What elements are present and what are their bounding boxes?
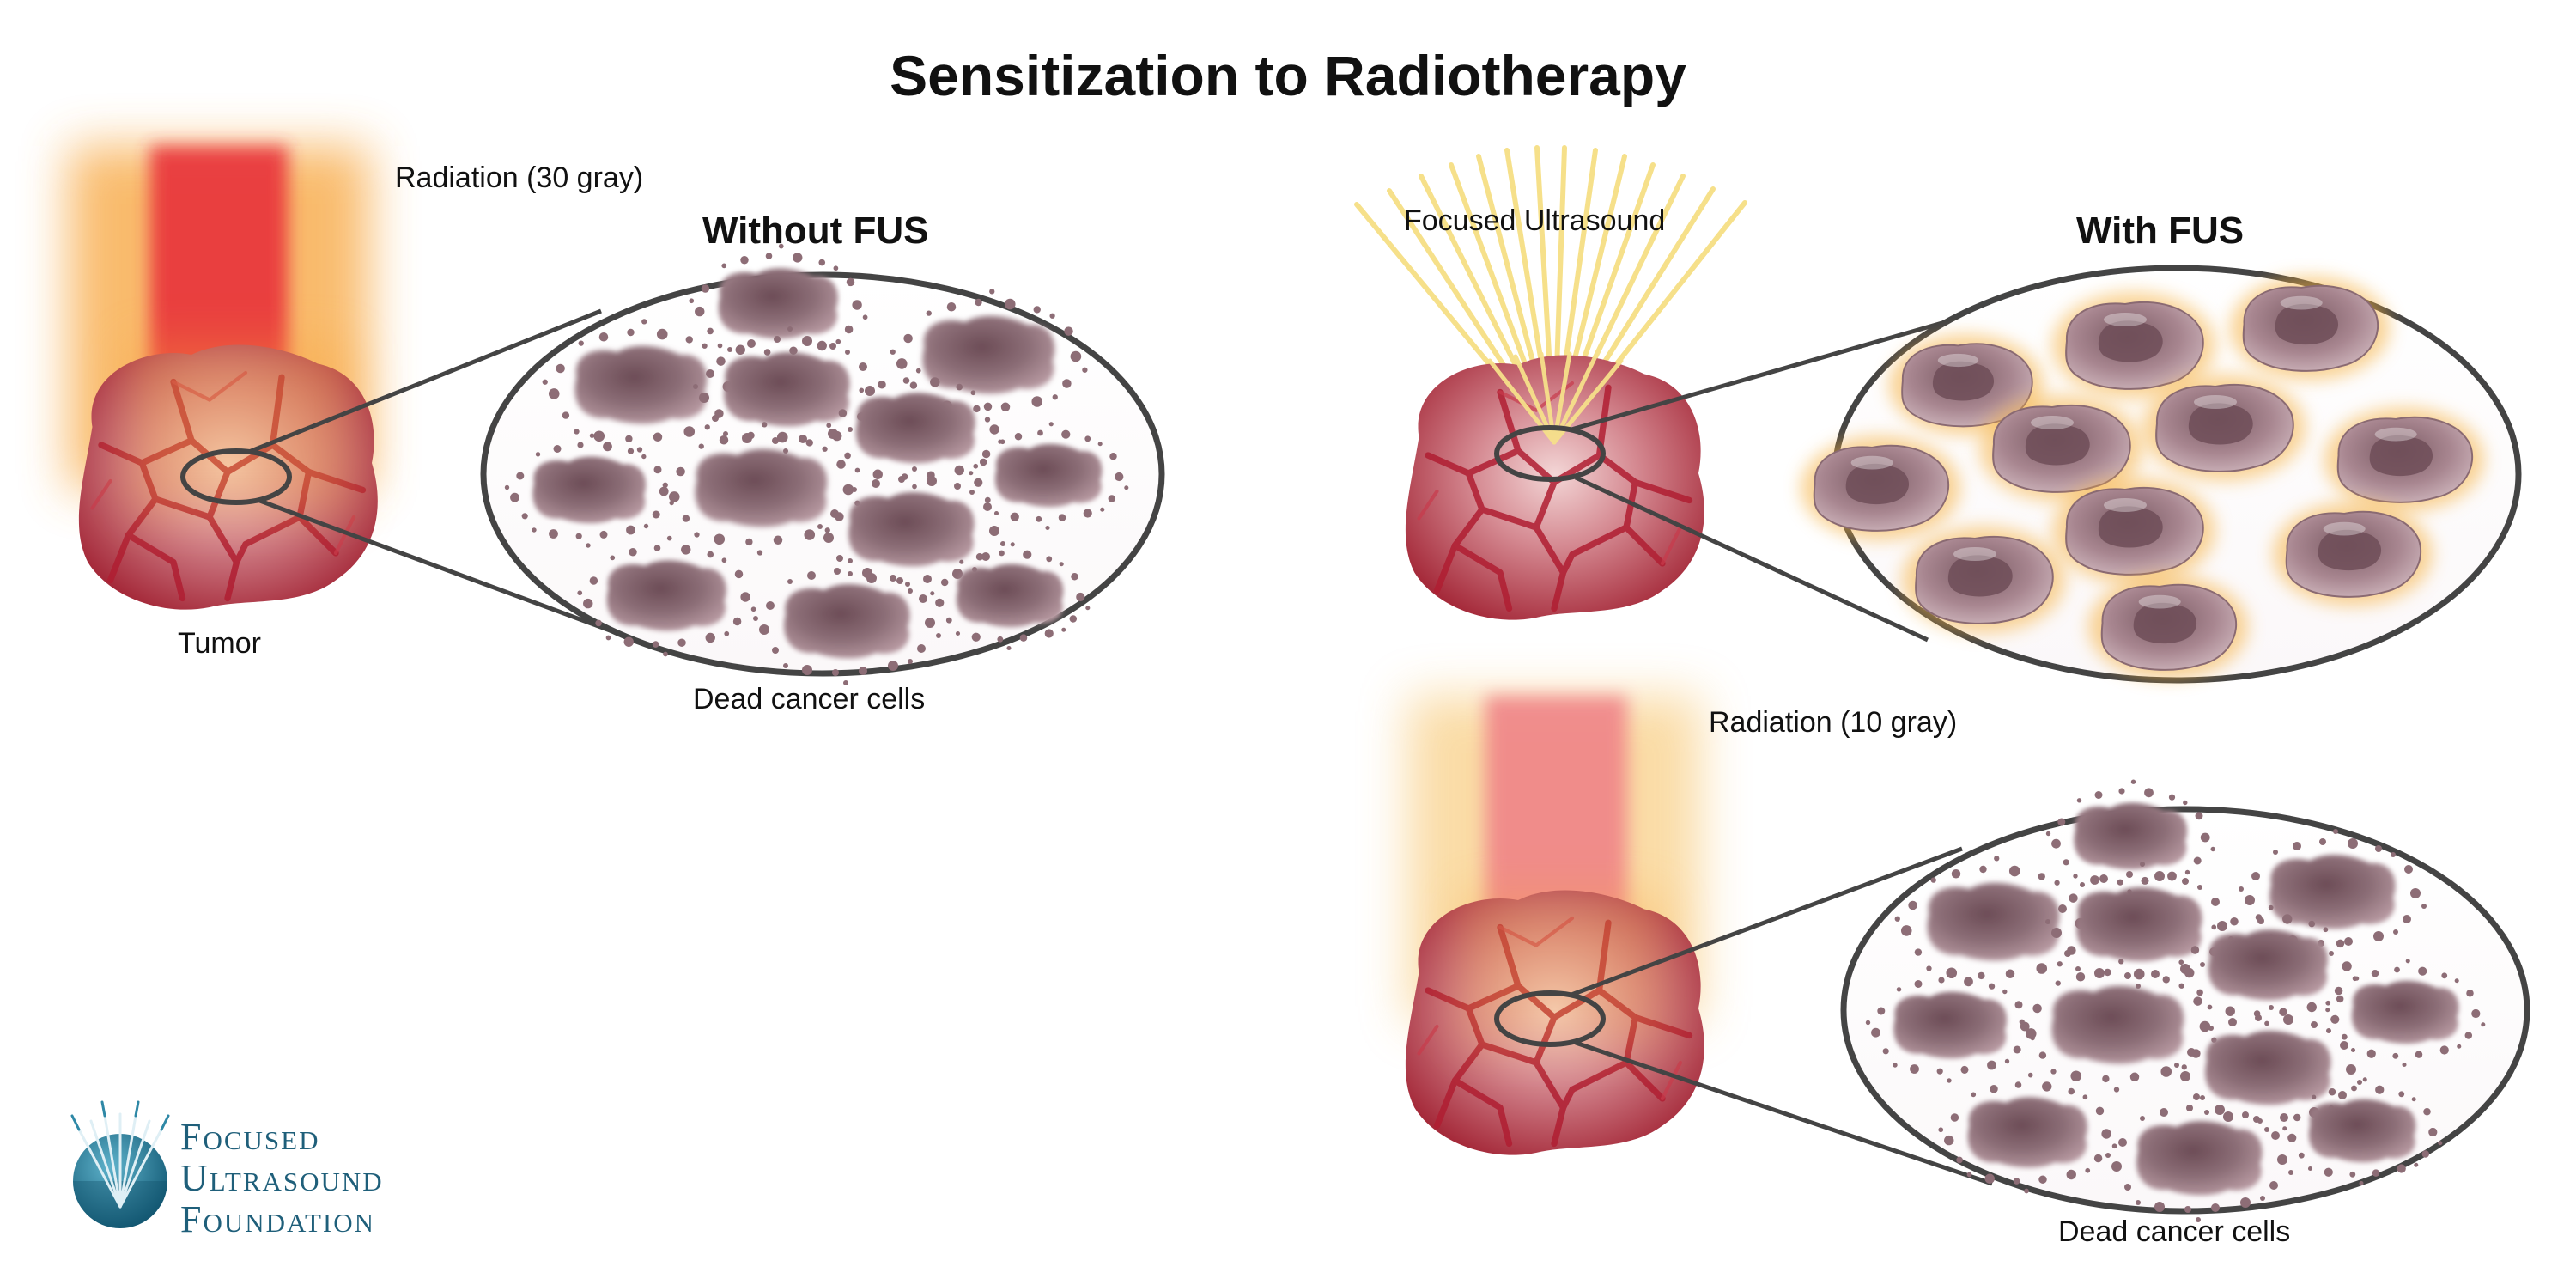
logo-line-1: Focused — [180, 1116, 320, 1158]
focused-ultrasound-label: Focused Ultrasound — [1404, 204, 1666, 237]
tumor-label: Tumor — [178, 627, 261, 660]
logo-line-3: Foundation — [180, 1198, 376, 1240]
zoom-callout-radiation-10-gray — [1494, 846, 1993, 1186]
sensitized-cell — [2273, 502, 2433, 606]
radiation-30-gray-label: Radiation (30 gray) — [395, 161, 644, 194]
foundation-logo: Focused Ultrasound Foundation — [180, 1117, 464, 1245]
cell-view-radiation-10-gray — [1840, 780, 2530, 1223]
zoom-callout-without-fus — [180, 308, 636, 642]
sensitized-cell — [1801, 435, 1960, 540]
without-fus-heading: Without FUS — [702, 210, 929, 252]
foundation-logo-icon — [70, 1100, 170, 1228]
dead-cancer-cells-label-left: Dead cancer cells — [693, 683, 926, 716]
cell-view-with-fus — [1801, 265, 2522, 684]
page-title: Sensitization to Radiotherapy — [890, 44, 1686, 107]
sensitized-cell — [2142, 375, 2306, 481]
dead-cancer-cells-label-right: Dead cancer cells — [2058, 1215, 2291, 1248]
sensitized-cell — [2230, 276, 2390, 381]
with-fus-heading: With FUS — [2076, 210, 2245, 252]
sensitized-cell — [1902, 527, 2065, 633]
radiation-10-gray-label: Radiation (10 gray) — [1709, 706, 1958, 739]
logo-line-2: Ultrasound — [180, 1157, 384, 1199]
sensitized-cell — [2088, 575, 2248, 679]
zoom-callout-with-fus — [1494, 311, 1976, 642]
cell-view-without-fus — [480, 244, 1165, 685]
sensitized-cell — [2052, 478, 2215, 584]
tumor-with-fus — [1406, 356, 1704, 620]
sensitized-cell — [2324, 407, 2484, 512]
